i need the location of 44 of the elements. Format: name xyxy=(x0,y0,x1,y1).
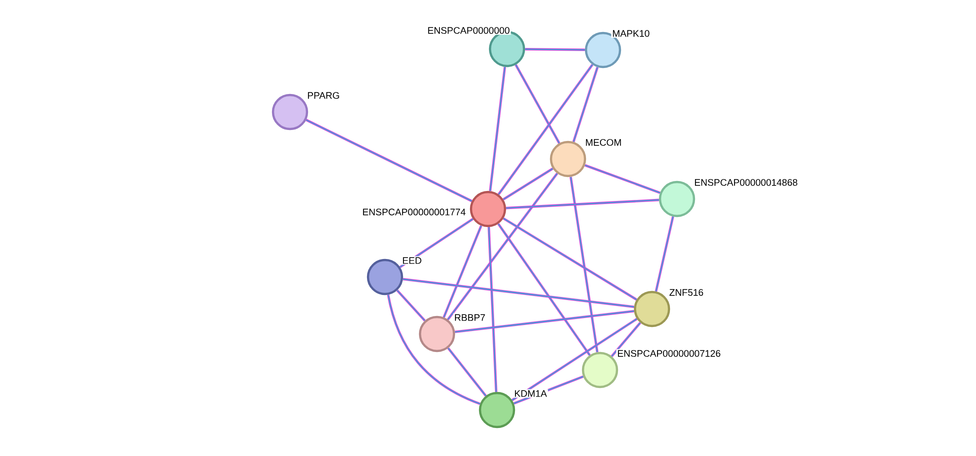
interaction-line xyxy=(387,294,480,405)
node-label: ENSPCAP00000014868 xyxy=(693,178,799,187)
node-label: MECOM xyxy=(584,138,623,147)
interaction-line xyxy=(488,226,498,392)
node-label: ENSPCAP0000000 xyxy=(426,26,511,35)
interaction-line xyxy=(446,172,558,320)
interaction-line xyxy=(447,348,487,397)
node-label: KDM1A xyxy=(513,389,548,398)
interaction-line xyxy=(654,216,674,292)
node-label: ENSPCAP00000001774 xyxy=(361,208,467,216)
protein-node xyxy=(418,316,456,352)
interaction-line xyxy=(396,290,426,322)
interaction-line xyxy=(584,164,660,194)
interaction-line xyxy=(497,223,591,356)
interaction-line xyxy=(454,310,634,334)
protein-node xyxy=(470,190,506,228)
interaction-line xyxy=(502,168,554,200)
protein-node xyxy=(550,140,586,178)
interaction-line xyxy=(512,318,638,402)
interaction-line xyxy=(306,118,472,202)
node-label: ZNF516 xyxy=(668,288,705,297)
interaction-line xyxy=(502,217,638,301)
node-label: RBBP7 xyxy=(453,313,486,322)
protein-node xyxy=(634,290,670,328)
protein-node xyxy=(366,258,404,296)
interaction-line xyxy=(442,225,482,318)
node-label: EED xyxy=(401,256,423,265)
interaction-line xyxy=(514,64,560,144)
interaction-line xyxy=(498,64,594,196)
node-label: MAPK10 xyxy=(611,29,651,38)
interaction-line xyxy=(506,198,660,210)
protein-node xyxy=(658,180,696,218)
node-label: PPARG xyxy=(306,91,341,100)
protein-node xyxy=(478,392,516,428)
interaction-line xyxy=(610,322,642,357)
interaction-line xyxy=(572,66,599,142)
protein-node xyxy=(272,94,308,130)
interaction-line xyxy=(489,66,506,192)
interaction-line xyxy=(570,176,598,353)
interaction-line xyxy=(524,48,586,51)
interaction-line xyxy=(402,278,634,308)
node-label: ENSPCAP00000007126 xyxy=(616,349,722,358)
protein-node xyxy=(582,352,618,388)
interaction-line xyxy=(399,218,474,268)
